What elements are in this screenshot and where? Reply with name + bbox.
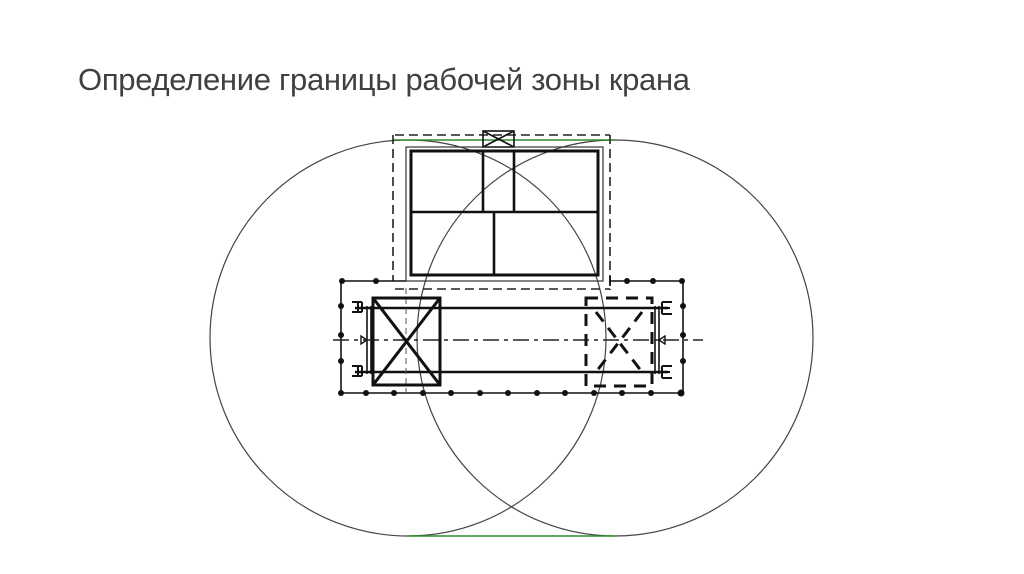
building-outer-wall (405, 146, 604, 282)
slide-title: Определение границы рабочей зоны крана (78, 62, 690, 97)
building-rooms (411, 151, 598, 275)
top-crossed-box (482, 130, 515, 148)
building (405, 146, 604, 282)
track-fence (340, 276, 684, 394)
work-zone-circle-right (416, 139, 814, 537)
crane-position-1 (371, 296, 442, 387)
track-fence-posts (338, 278, 686, 397)
crane-position-2-dashed (584, 296, 654, 388)
work-zone-circles (209, 139, 814, 537)
building-dashed-offset (392, 134, 611, 290)
